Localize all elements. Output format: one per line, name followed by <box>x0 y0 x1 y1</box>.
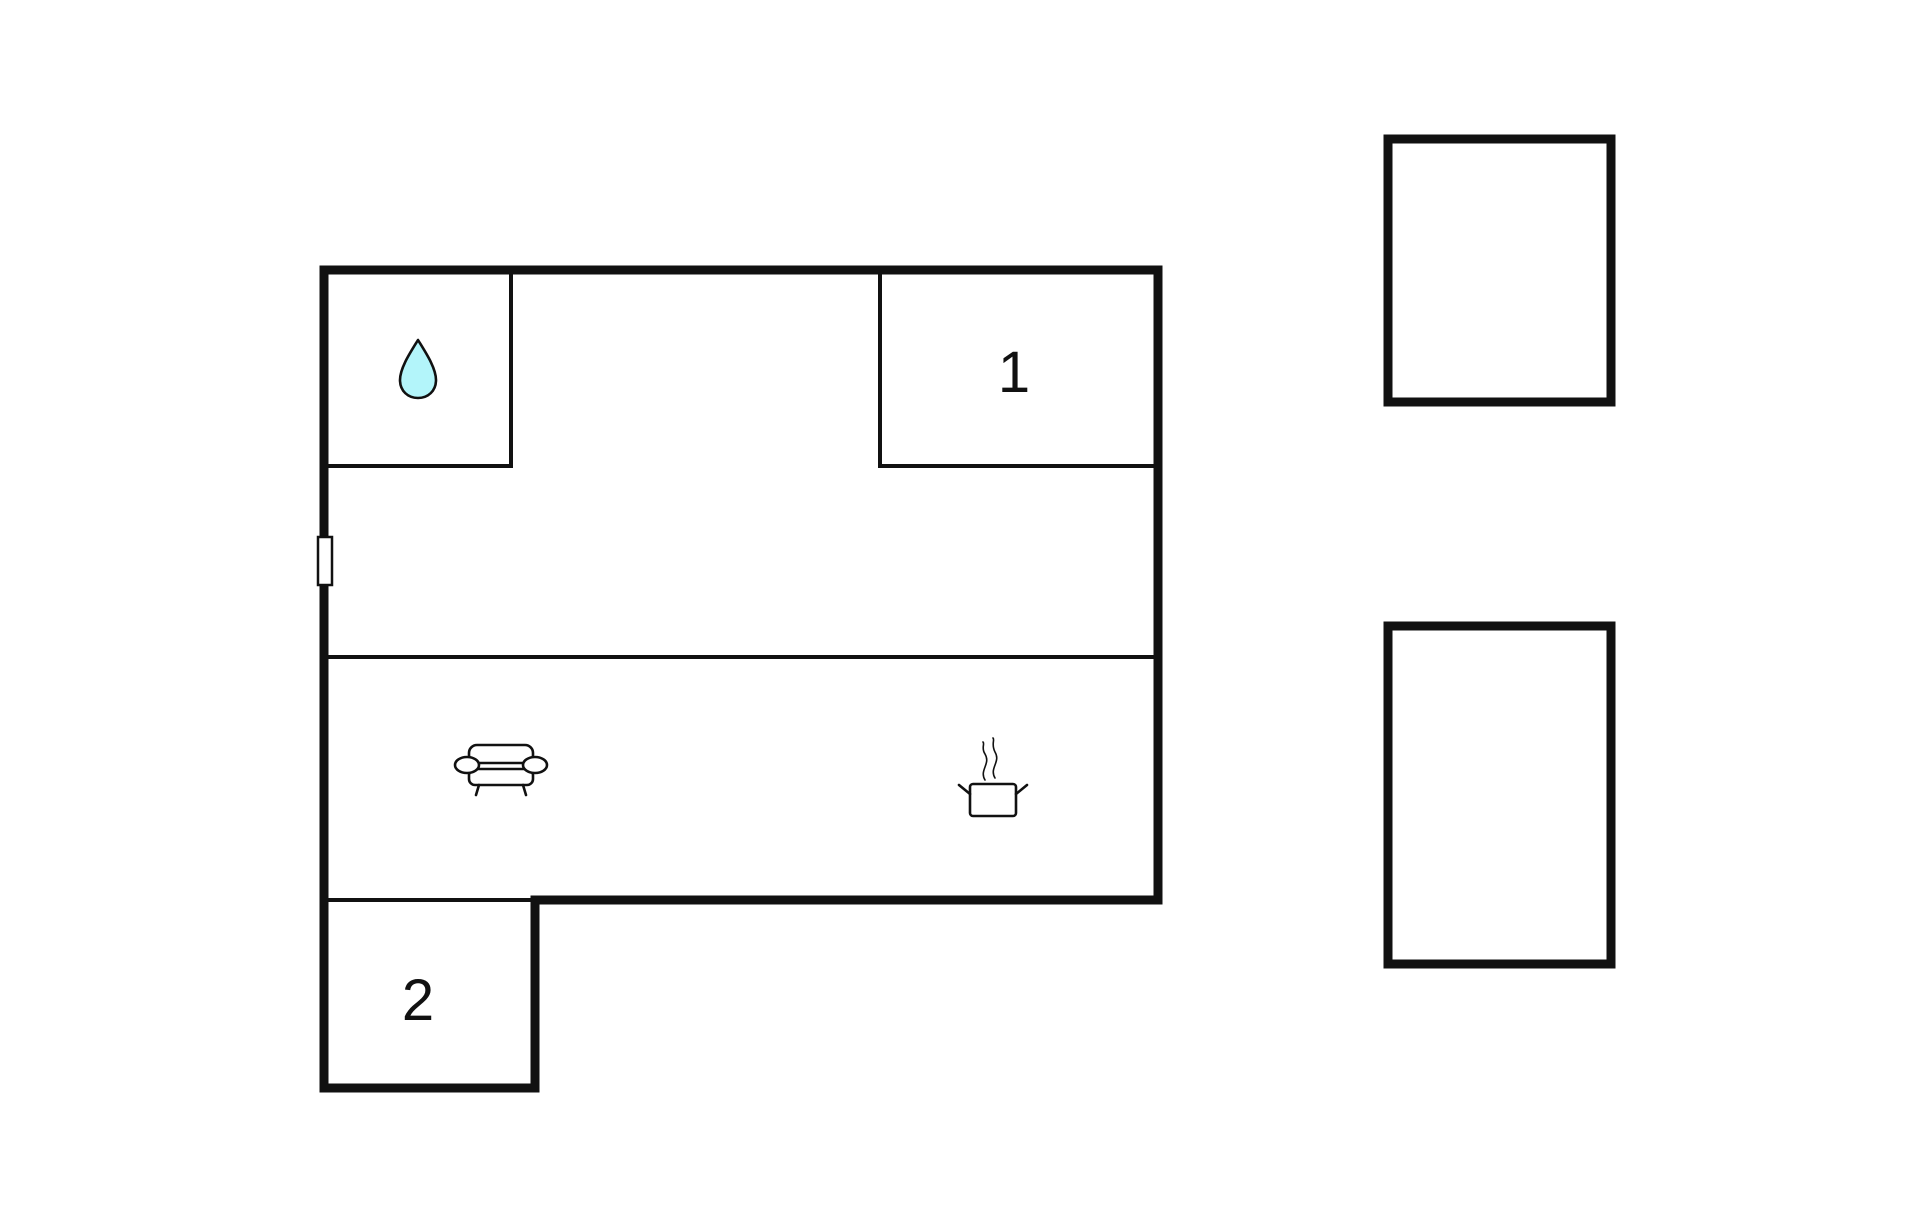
water-drop-icon <box>398 338 438 400</box>
building-outer-wall <box>319 265 1163 1093</box>
room-number-1: 1 <box>998 340 1030 405</box>
sofa-icon <box>453 743 549 797</box>
outbuilding-bottom <box>1383 621 1616 969</box>
entrance-door-icon <box>316 535 334 587</box>
cooking-pot-icon <box>957 737 1029 818</box>
bedroom-1-room <box>878 270 1158 468</box>
room-number-2: 2 <box>402 968 434 1033</box>
bathroom-room <box>324 270 513 468</box>
outbuilding-top <box>1383 134 1616 407</box>
